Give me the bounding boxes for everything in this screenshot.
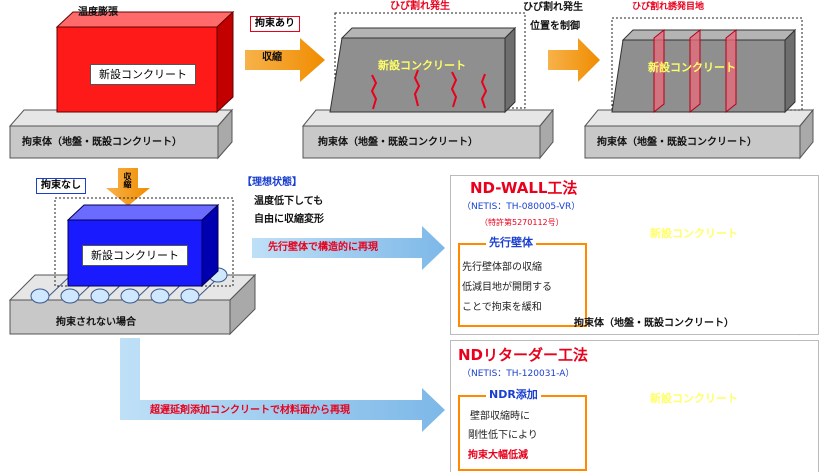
blue-arrow-1 [252,226,445,270]
label-restraint-base-2: 拘束体（地盤・既設コンクリート） [318,137,478,148]
label-shrink-vertical: 収縮 [123,172,132,188]
ndwall-box-title: 先行壁体 [486,237,536,248]
label-crack-control-1: ひび割れ発生 [523,2,583,13]
label-reproduce-material: 超遅延剤添加コンクリートで材料面から再現 [150,405,350,416]
ndwall-base-label: 拘束体（地盤・既設コンクリート） [574,318,734,329]
dotted-outline-4 [54,197,234,287]
ndr-desc-3: 拘束大幅低減 [468,450,528,461]
ndr-desc-2: 剛性低下により [468,430,538,441]
base-slab-3 [583,108,815,160]
label-restrained: 拘束あり [250,16,300,32]
ndwall-desc-1: 先行壁体部の収縮 [462,262,542,273]
label-reproduce-structure: 先行壁体で構造的に再現 [268,242,378,253]
label-crack-control-2: 位置を制御 [530,21,580,32]
rollers [30,267,228,304]
label-new-concrete-1: 新設コンクリート [90,64,196,85]
orange-arrow-2 [548,38,600,82]
label-unrestrained: 拘束なし [36,178,86,194]
ndr-box-title: NDR添加 [486,389,541,400]
ndr-netis: （NETIS：TH-120031-A） [462,369,575,379]
orange-arrow-1 [245,38,325,82]
label-shrinkage: 収縮 [262,52,282,63]
label-no-restraint-case: 拘束されない場合 [56,317,136,328]
ndwall-desc-3: ことで拘束を緩和 [462,302,542,313]
ndr-title: NDリターダー工法 [458,346,589,364]
base-slab-2 [301,108,555,160]
ndwall-concrete-label: 新設コンクリート [650,227,738,240]
blue-arrow-2 [120,338,445,432]
crack-lines [370,69,488,110]
ndwall-title: ND-WALL工法 [470,179,578,197]
ndwall-desc-2: 低減目地が開閉する [462,282,552,293]
label-thermal-expansion: 温度膨張 [78,7,118,18]
ndr-desc-1: 壁部収縮時に [470,411,530,422]
induced-joints [653,28,737,114]
ndr-concrete-label: 新設コンクリート [650,392,738,405]
label-restraint-base-1: 拘束体（地盤・既設コンクリート） [22,137,182,148]
label-crack-occurs: ひび割れ発生 [390,1,450,12]
label-ideal-state: 【理想状態】 [242,177,302,188]
label-new-concrete-4: 新設コンクリート [82,245,188,266]
orange-arrow-down [106,168,150,206]
label-ideal-1: 温度低下しても [254,196,324,207]
label-ideal-2: 自由に収縮変形 [254,214,324,225]
red-concrete-block [55,10,235,114]
label-new-concrete-3: 新設コンクリート [648,61,736,74]
ndwall-netis: （NETIS：TH-080005-VR） [462,202,581,212]
label-new-concrete-2: 新設コンクリート [378,59,466,72]
label-restraint-base-3: 拘束体（地盤・既設コンクリート） [597,137,757,148]
ndwall-patent: （特許第5270112号） [480,218,564,227]
label-crack-induced-joint: ひび割れ誘発目地 [632,2,705,12]
base-slab-1 [8,108,234,160]
